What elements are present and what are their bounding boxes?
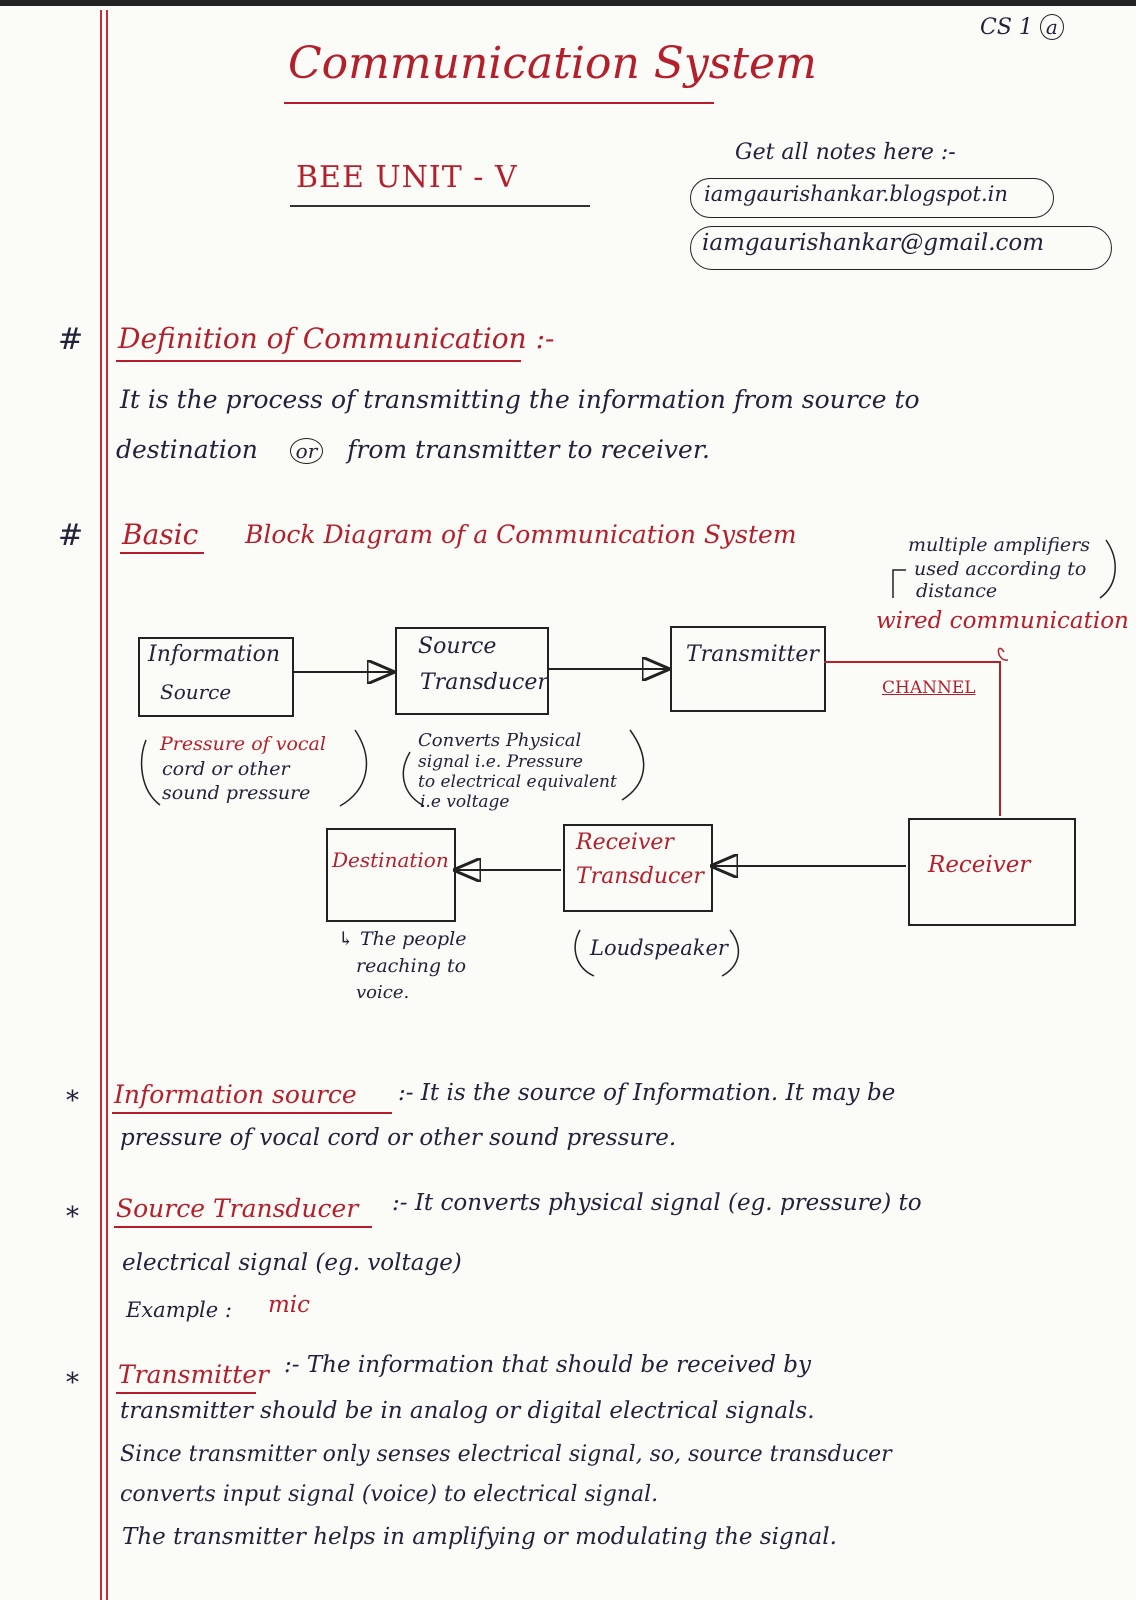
- dest-note-3: voice.: [356, 982, 410, 1003]
- tx-line-2: transmitter should be in analog or digit…: [120, 1398, 815, 1424]
- definition-heading: Definition of Communication :-: [118, 322, 555, 355]
- diagram-heading: Block Diagram of a Communication System: [245, 520, 797, 549]
- src-underline: [114, 1226, 372, 1228]
- definition-line-2: destination or from transmitter to recei…: [116, 435, 710, 464]
- definition-line-1: It is the process of transmitting the in…: [120, 385, 920, 414]
- definition-underline: [116, 360, 521, 362]
- tx-bullet: *: [66, 1368, 79, 1398]
- information-source-label-2: Source: [160, 680, 232, 704]
- dest-note-1-text: The people: [359, 928, 467, 950]
- info-note-1: Pressure of vocal: [160, 733, 326, 755]
- information-source-box: [138, 637, 294, 717]
- tx-line-1: :- The information that should be receiv…: [284, 1352, 811, 1378]
- info-underline: [112, 1112, 392, 1114]
- basic-underline: [120, 552, 204, 554]
- amplifier-note-pointer: [892, 569, 906, 598]
- receiver-box: [908, 818, 1076, 926]
- blog-outline: [690, 178, 1054, 218]
- amplifier-note-1: multiple amplifiers: [908, 534, 1090, 556]
- src-note-3: to electrical equivalent: [418, 772, 617, 792]
- src-note-bracket-right: [621, 729, 645, 801]
- notes-label: Get all notes here :-: [735, 140, 956, 165]
- page-top-edge: [0, 0, 1136, 6]
- src-line-2: electrical signal (eg. voltage): [122, 1250, 462, 1276]
- tx-line-4: converts input signal (voice) to electri…: [120, 1482, 659, 1507]
- receiver-transducer-label-1: Receiver: [576, 830, 674, 855]
- src-heading: Source Transducer: [116, 1194, 359, 1223]
- or-circled: or: [289, 438, 324, 464]
- info-heading: Information source: [114, 1080, 357, 1109]
- page-title: Communication System: [288, 38, 817, 89]
- subtitle-underline: [290, 205, 590, 207]
- page-tag: CS 1 a: [980, 14, 1064, 40]
- channel-line: [824, 661, 1001, 816]
- src-note-bracket-left: [402, 751, 425, 807]
- src-line-1: :- It converts physical signal (eg. pres…: [392, 1190, 922, 1216]
- tx-line-3: Since transmitter only senses electrical…: [120, 1442, 892, 1467]
- info-note-2: cord or other: [162, 758, 290, 780]
- channel-label: CHANNEL: [882, 678, 976, 698]
- title-underline: [284, 102, 714, 104]
- page-tag-circled: a: [1039, 14, 1064, 40]
- amplifier-note-bracket: [1099, 539, 1116, 599]
- transmitter-box: [670, 626, 826, 712]
- blog-link[interactable]: iamgaurishankar.blogspot.in: [704, 182, 1008, 206]
- src-bullet: *: [66, 1202, 79, 1232]
- src-note-1: Converts Physical: [418, 730, 582, 751]
- amplifier-note-3: distance: [916, 580, 998, 602]
- src-note-4: i.e voltage: [420, 792, 510, 812]
- margin-line: [100, 10, 102, 1600]
- info-bullet: *: [66, 1086, 79, 1116]
- src-example-value: mic: [268, 1292, 311, 1318]
- tx-heading: Transmitter: [118, 1360, 270, 1389]
- definition-bullet: #: [58, 322, 84, 357]
- dest-note-1: ↳ The people: [338, 928, 467, 950]
- rt-note: Loudspeaker: [590, 936, 728, 960]
- information-source-label-1: Information: [148, 642, 281, 667]
- info-line-2: pressure of vocal cord or other sound pr…: [120, 1125, 677, 1151]
- destination-label: Destination: [332, 848, 449, 872]
- src-example-label: Example :: [126, 1298, 232, 1322]
- amplifier-note-2: used according to: [914, 558, 1087, 580]
- source-transducer-label-2: Transducer: [420, 670, 548, 695]
- definition-transmitter-text: from transmitter to receiver.: [347, 435, 711, 464]
- info-note-bracket-left: [140, 739, 161, 806]
- source-transducer-label-1: Source: [418, 634, 497, 659]
- transmitter-label: Transmitter: [686, 642, 819, 667]
- diagram-bullet: #: [58, 518, 84, 553]
- info-note-bracket-right: [339, 729, 368, 807]
- channel-loop: [997, 647, 1009, 661]
- info-line-1: :- It is the source of Information. It m…: [398, 1080, 896, 1106]
- unit-subtitle: BEE UNIT - V: [296, 160, 518, 195]
- tx-line-5: The transmitter helps in amplifying or m…: [122, 1524, 837, 1550]
- source-transducer-box: [395, 627, 549, 715]
- definition-destination-text: destination: [116, 435, 258, 464]
- wired-communication-label: wired communication: [876, 608, 1129, 634]
- receiver-label: Receiver: [928, 852, 1031, 878]
- rt-note-bracket-right: [721, 929, 740, 977]
- tx-underline: [116, 1392, 256, 1394]
- email-link[interactable]: iamgaurishankar@gmail.com: [702, 230, 1045, 256]
- src-note-2: signal i.e. Pressure: [418, 752, 583, 772]
- margin-line-2: [106, 10, 108, 1600]
- diagram-heading-basic: Basic: [122, 518, 199, 551]
- page-tag-text: CS 1: [980, 15, 1033, 40]
- email-outline: [690, 226, 1112, 270]
- info-note-3: sound pressure: [162, 782, 311, 804]
- dest-note-2: reaching to: [356, 955, 467, 977]
- receiver-transducer-label-2: Transducer: [576, 864, 704, 889]
- rt-note-bracket-left: [574, 929, 595, 977]
